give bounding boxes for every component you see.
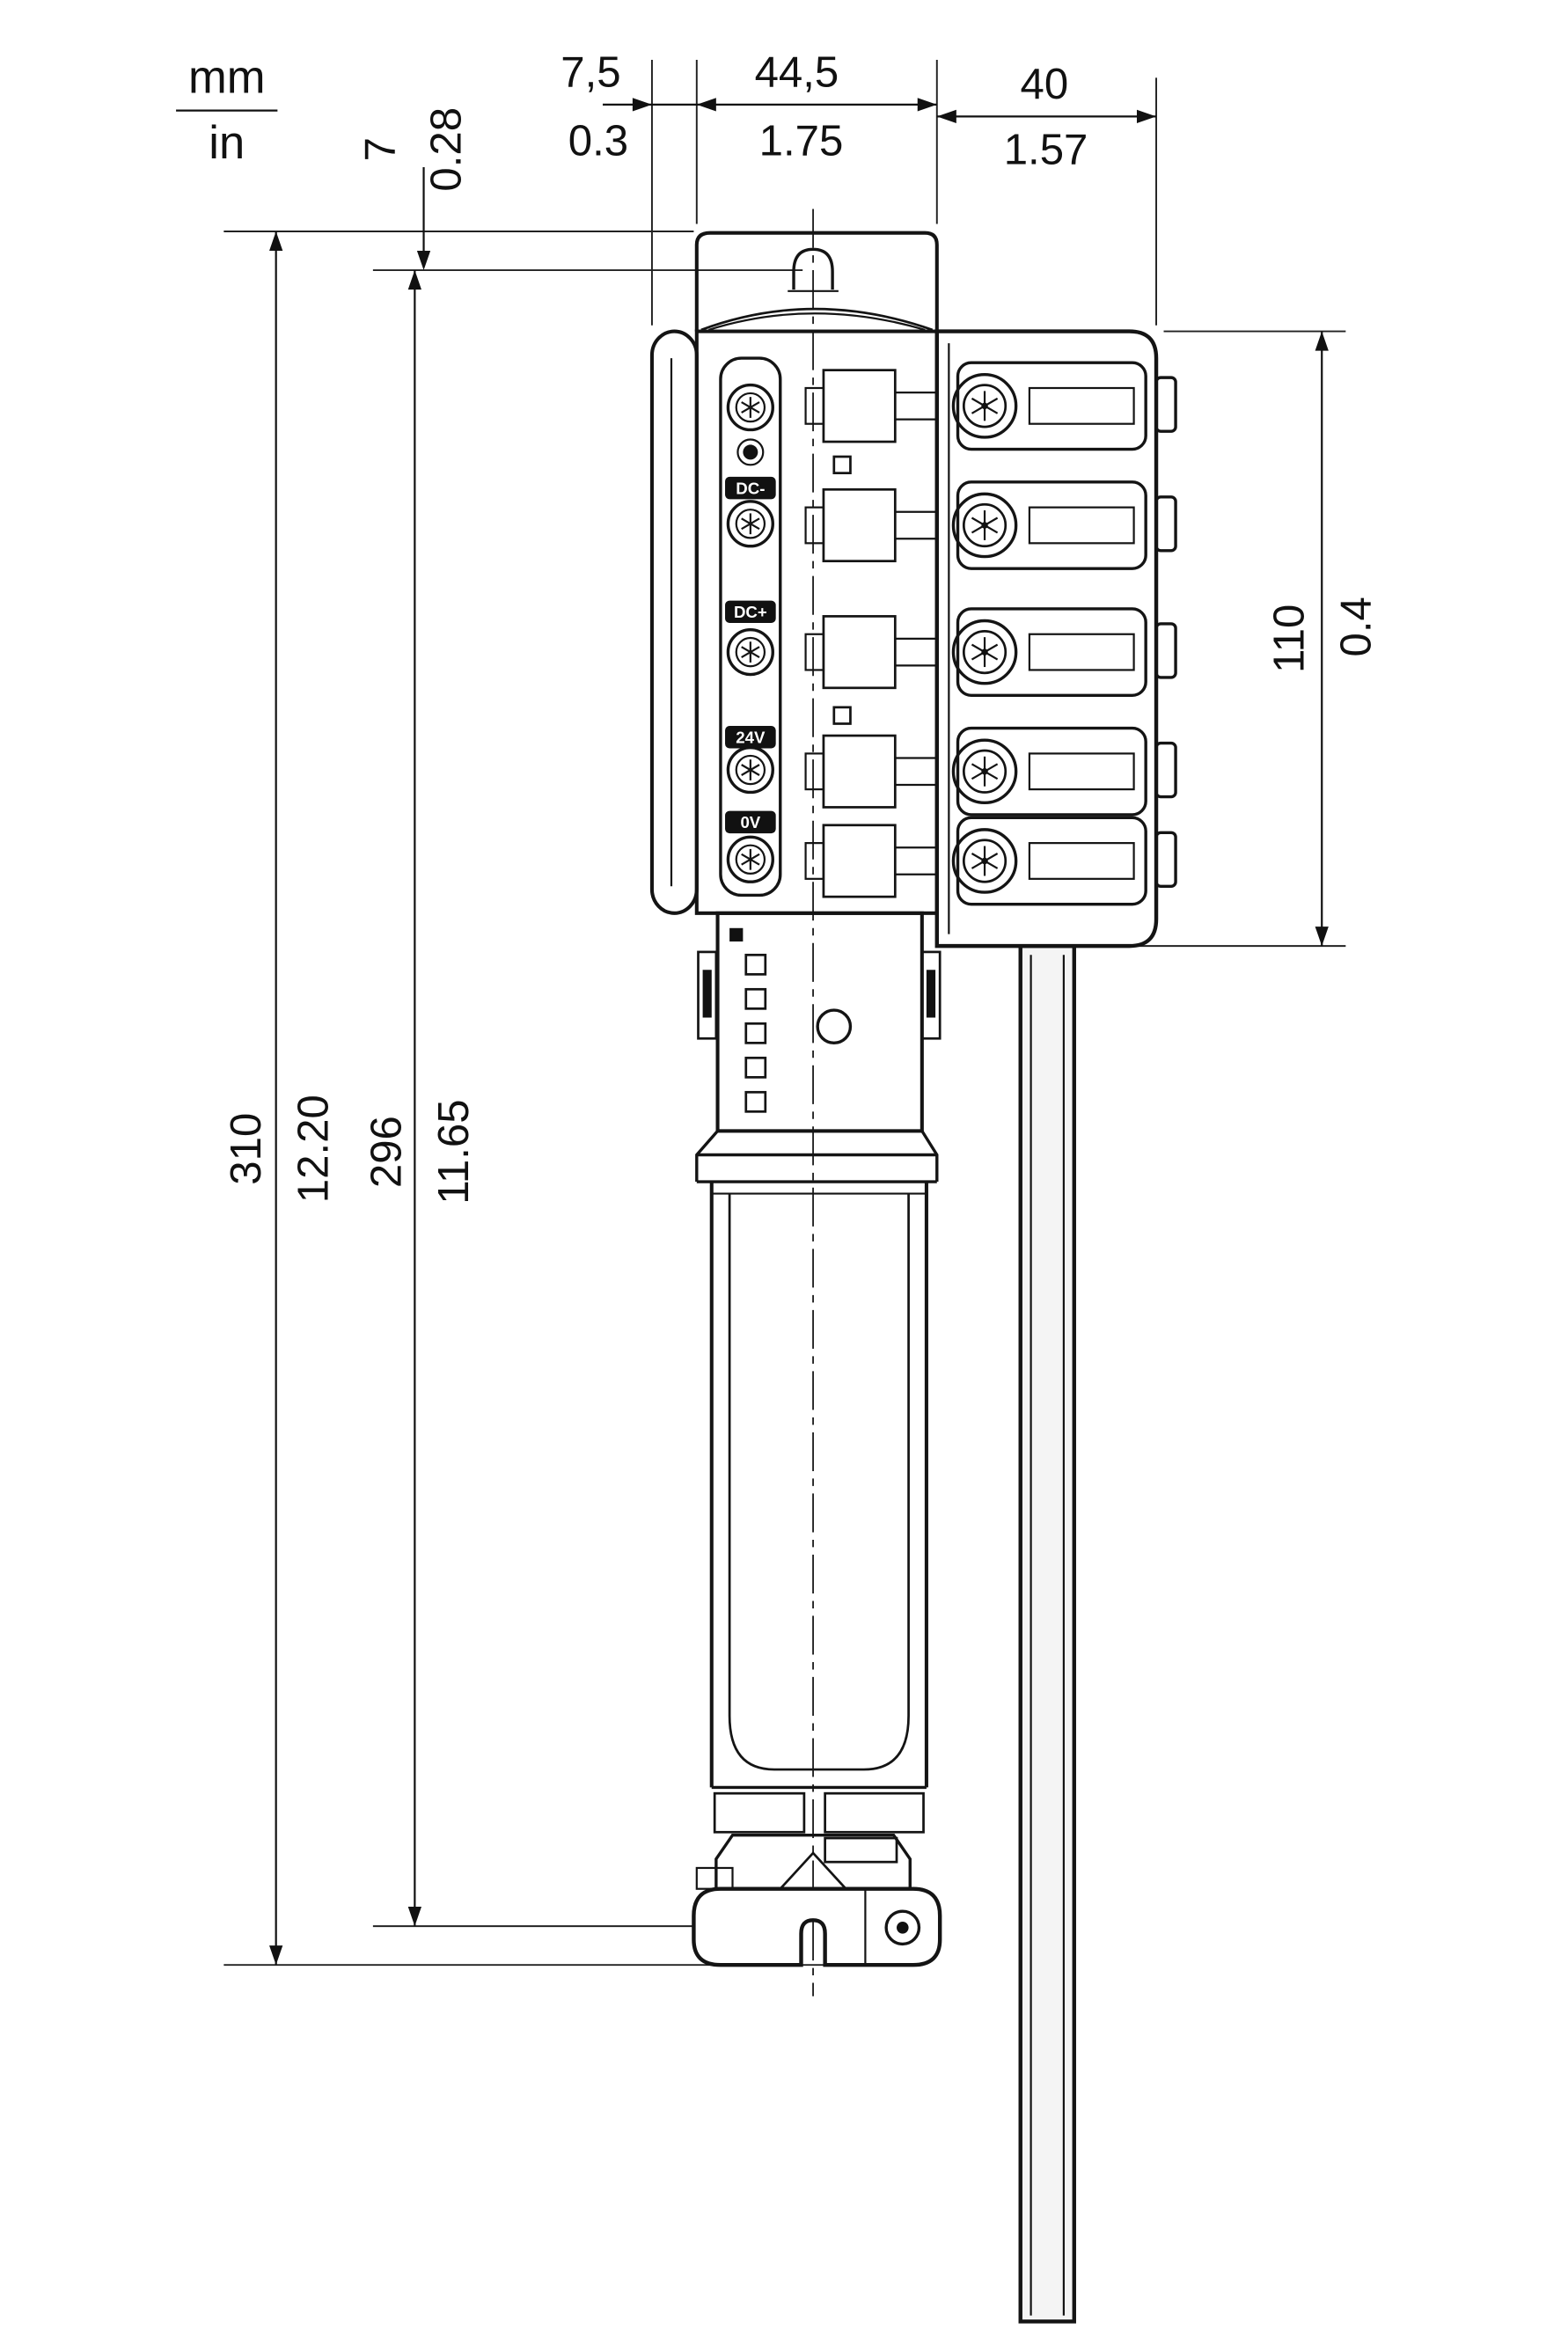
led-square xyxy=(744,1056,767,1079)
units-in-label: in xyxy=(209,117,245,169)
terminal-label-24v: 24V xyxy=(725,726,776,749)
screw-icon xyxy=(726,383,774,432)
dimension-peg-height: 7 0.28 xyxy=(356,107,470,271)
dim-body-width-mm: 44,5 xyxy=(755,48,839,97)
units-legend: mm in xyxy=(176,51,278,169)
terminal-label-text: DC+ xyxy=(734,603,767,621)
dim-block-width-mm: 40 xyxy=(1021,60,1069,108)
led-square xyxy=(744,953,767,976)
base-screw-hole xyxy=(884,1909,921,1946)
led-square xyxy=(744,1022,767,1044)
top-cap xyxy=(694,231,939,332)
side-lug xyxy=(1154,831,1177,889)
torx-screw-icon xyxy=(951,738,1018,805)
dim-peg-height-in: 0.28 xyxy=(421,107,470,192)
terminal-label-text: 24V xyxy=(736,729,766,747)
top-peg xyxy=(792,247,834,290)
led-square xyxy=(744,1090,767,1113)
dim-block-height-mm: 110 xyxy=(1264,604,1313,673)
terminal-label-text: 0V xyxy=(740,813,760,831)
main-body: DC- DC+ 24V 0V xyxy=(694,329,958,915)
left-flange xyxy=(649,329,699,915)
terminal-row xyxy=(951,480,1177,570)
led-square xyxy=(744,987,767,1010)
torx-screw-icon xyxy=(951,619,1018,685)
dim-flange-width-mm: 7,5 xyxy=(561,48,620,97)
terminal-label-0v: 0V xyxy=(725,810,776,834)
dim-flange-width-in: 0.3 xyxy=(568,116,628,165)
torx-screw-icon xyxy=(951,492,1018,559)
dimension-flange-and-body-width: 7,5 0.3 44,5 1.75 xyxy=(561,48,937,165)
side-lug xyxy=(1154,495,1177,553)
indicator-ring xyxy=(736,438,765,466)
collar xyxy=(695,1130,939,1183)
dim-block-height-in: 0.4 xyxy=(1332,597,1381,656)
cable xyxy=(1018,943,1076,2324)
dim-overall-height-in: 12.20 xyxy=(289,1095,337,1203)
screw-icon xyxy=(726,627,774,677)
terminal-label-dc-minus: DC- xyxy=(725,476,776,500)
connector-block xyxy=(934,329,1177,949)
dim-peg-height-mm: 7 xyxy=(356,137,405,161)
terminal-row xyxy=(951,361,1177,451)
dimension-block-height: 110 0.4 xyxy=(1133,330,1381,948)
torx-screw-icon xyxy=(951,373,1018,439)
din-clip xyxy=(697,950,718,1040)
terminal-panel xyxy=(719,356,782,897)
tube-body xyxy=(709,1182,928,1790)
electronics-module xyxy=(697,911,942,1133)
terminal-row xyxy=(951,726,1177,817)
side-lug xyxy=(1154,622,1177,679)
terminal-row xyxy=(951,816,1177,906)
screw-icon xyxy=(726,745,774,795)
dim-overall-height-mm: 310 xyxy=(222,1113,270,1185)
terminal-label-text: DC- xyxy=(736,479,765,497)
dimension-overall-height: 310 12.20 xyxy=(222,231,337,1966)
screw-icon xyxy=(726,835,774,883)
units-mm-label: mm xyxy=(188,51,266,103)
dim-body-height-in: 11.65 xyxy=(429,1099,478,1204)
base-plate xyxy=(692,1886,942,1967)
screw-icon xyxy=(726,500,774,548)
indicator-dot xyxy=(743,444,758,460)
side-lug xyxy=(1154,741,1177,799)
dimension-body-height: 296 11.65 xyxy=(363,270,478,1927)
side-lug xyxy=(1154,376,1177,433)
dim-body-width-in: 1.75 xyxy=(759,116,844,165)
button-hole xyxy=(816,1008,853,1045)
terminal-row xyxy=(951,607,1177,697)
device-drawing: DC- DC+ 24V 0V xyxy=(649,209,1177,2324)
din-clip xyxy=(920,950,942,1040)
dim-block-width-in: 1.57 xyxy=(1004,126,1088,174)
dim-body-height-mm: 296 xyxy=(363,1116,411,1188)
torx-screw-icon xyxy=(951,828,1018,894)
dimension-block-width: 40 1.57 xyxy=(936,60,1157,174)
dimension-annotations: 7,5 0.3 44,5 1.75 40 1.57 7 0.28 xyxy=(222,48,1381,1967)
terminal-label-dc-plus: DC+ xyxy=(725,600,776,624)
bottom-assembly xyxy=(692,1791,942,1967)
